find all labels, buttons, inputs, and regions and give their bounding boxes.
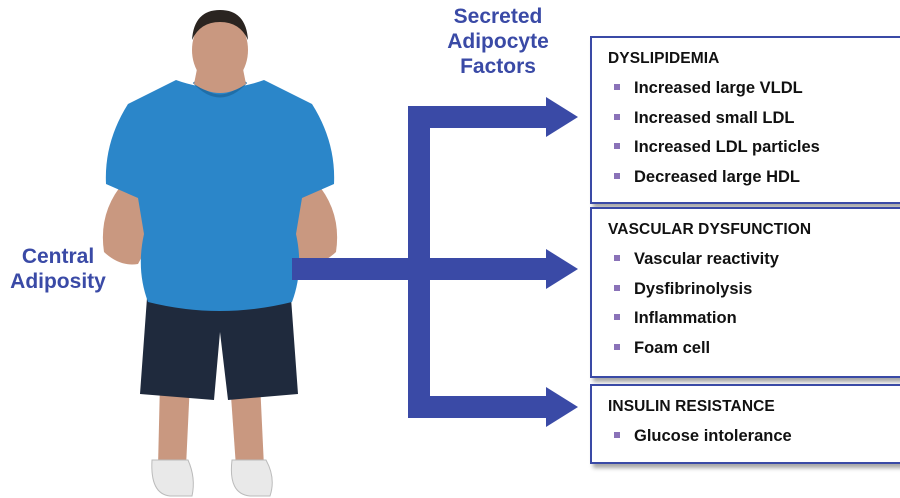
box-title: DYSLIPIDEMIA	[608, 50, 900, 68]
list-item: Foam cell	[608, 337, 900, 367]
box-title: VASCULAR DYSFUNCTION	[608, 221, 900, 239]
list-item: Inflammation	[608, 307, 900, 337]
insulin-resistance-box: INSULIN RESISTANCE Glucose intolerance	[590, 384, 900, 464]
arrowhead-dyslipidemia	[546, 97, 578, 137]
central-connector	[292, 258, 412, 280]
arrowhead-vascular	[546, 249, 578, 289]
arrowhead-insulin	[546, 387, 578, 427]
box-title: INSULIN RESISTANCE	[608, 398, 900, 416]
list-item: Increased LDL particles	[608, 136, 900, 166]
arrow-shaft-vascular	[408, 258, 548, 280]
arrow-shaft-dyslipidemia	[408, 106, 548, 128]
dyslipidemia-box: DYSLIPIDEMIA Increased large VLDL Increa…	[590, 36, 900, 204]
arrow-shaft-insulin	[408, 396, 548, 418]
list-item: Glucose intolerance	[608, 425, 900, 455]
secreted-factors-label: SecretedAdipocyteFactors	[428, 4, 568, 79]
list-item: Dysfibrinolysis	[608, 278, 900, 308]
list-item: Vascular reactivity	[608, 248, 900, 278]
list-item: Increased small LDL	[608, 107, 900, 137]
list-item: Decreased large HDL	[608, 166, 900, 196]
list-item: Increased large VLDL	[608, 77, 900, 107]
central-adiposity-label: CentralAdiposity	[4, 244, 112, 294]
vascular-dysfunction-box: VASCULAR DYSFUNCTION Vascular reactivity…	[590, 207, 900, 378]
